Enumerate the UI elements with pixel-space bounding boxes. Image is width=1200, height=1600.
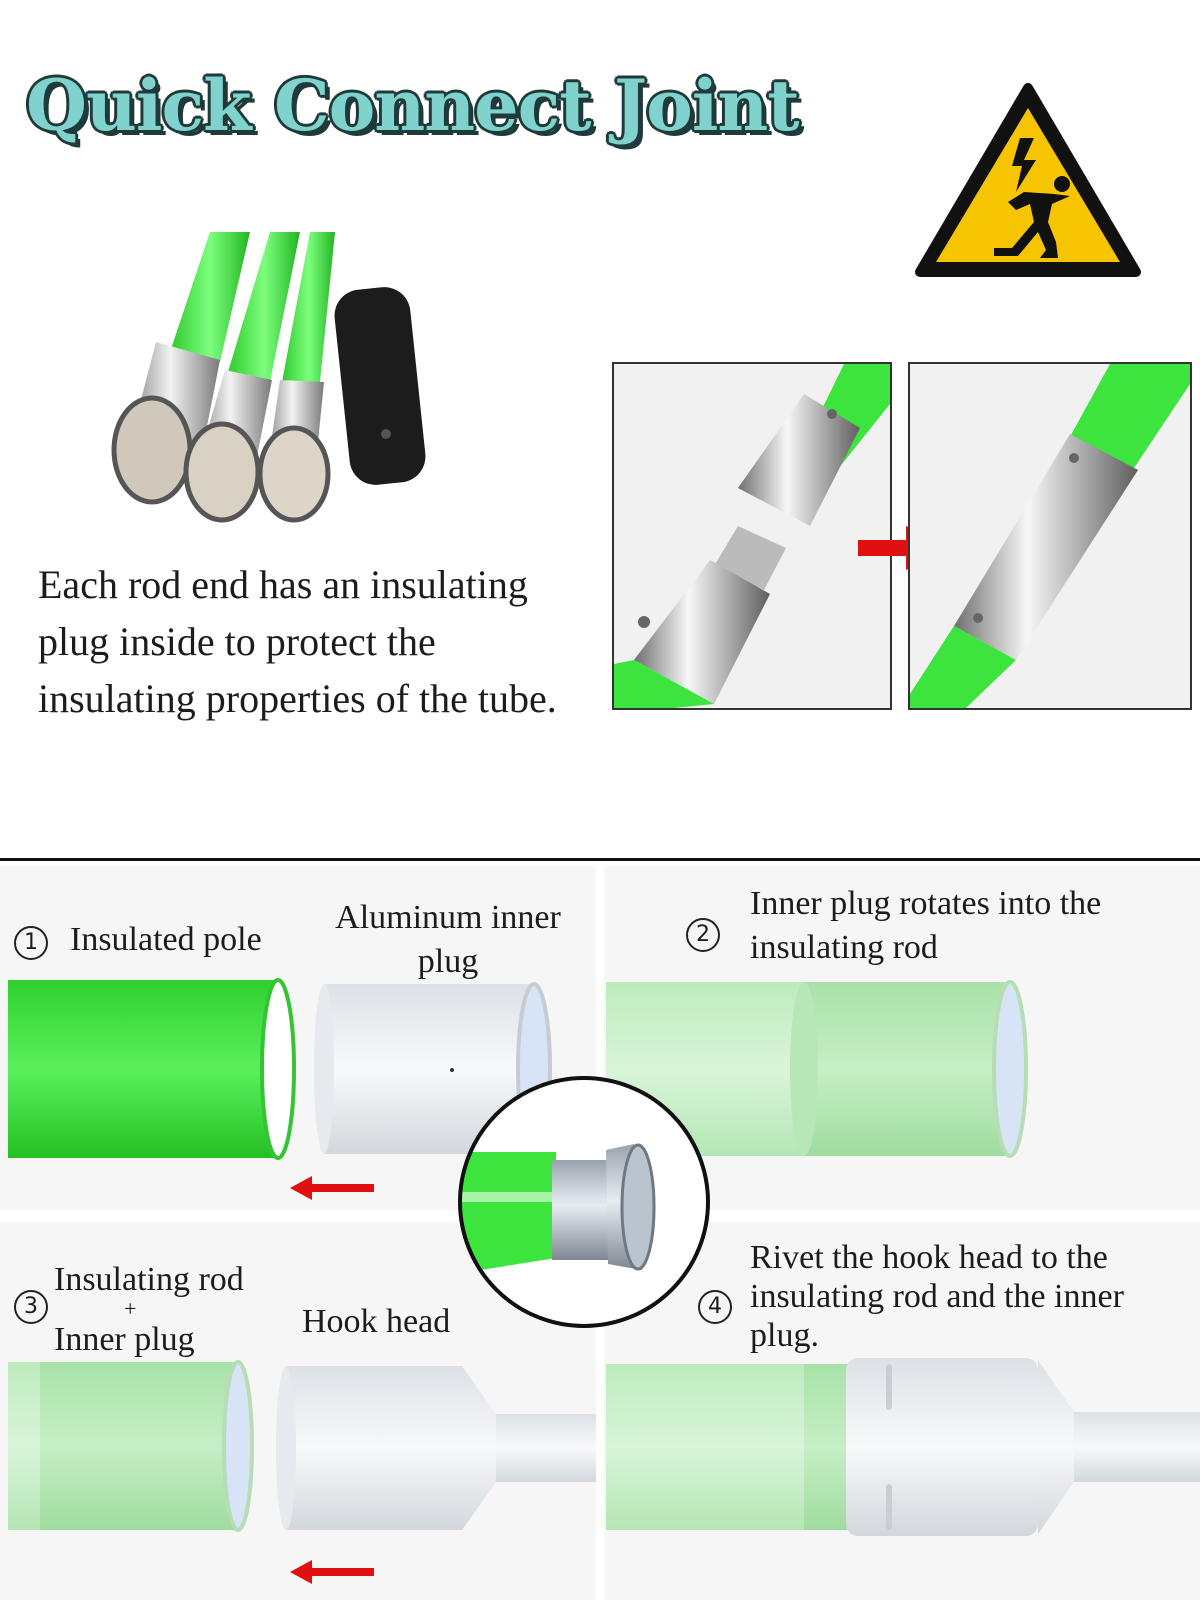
step-3-label-bottom: Inner plug <box>54 1321 195 1358</box>
page-title: Quick Connect Joint <box>26 64 800 147</box>
step-2-number: 2 <box>686 918 720 952</box>
joint-connected-image <box>908 362 1192 710</box>
step-1-part-label: Aluminum inner plug <box>335 899 561 980</box>
red-arrow-left-icon <box>290 1176 374 1200</box>
step-3-label-top: Insulating rod <box>54 1261 244 1298</box>
step-3-part-label: Hook head <box>302 1303 451 1340</box>
step-3-number: 3 <box>14 1290 48 1324</box>
step-4-number: 4 <box>698 1290 732 1324</box>
description-text: Each rod end has an insulating plug insi… <box>38 562 557 721</box>
electric-shock-warning-icon <box>915 83 1141 277</box>
red-arrow-left-icon-2 <box>290 1560 374 1584</box>
step-3-label-plus: + <box>124 1296 137 1321</box>
rod-ends-image <box>111 232 426 523</box>
step-4-illustration <box>606 1358 1200 1536</box>
step-1-label: Insulated pole <box>70 921 262 958</box>
section-divider <box>0 858 1200 861</box>
step-3-illustration <box>8 1360 596 1532</box>
step-2-label: Inner plug rotates into the insulating r… <box>750 885 1102 966</box>
inner-plug-detail-image <box>458 1076 710 1328</box>
joint-separated-image <box>612 362 892 710</box>
step-1-number: 1 <box>14 926 48 960</box>
step-4-label: Rivet the hook head to the insulating ro… <box>750 1239 1124 1354</box>
